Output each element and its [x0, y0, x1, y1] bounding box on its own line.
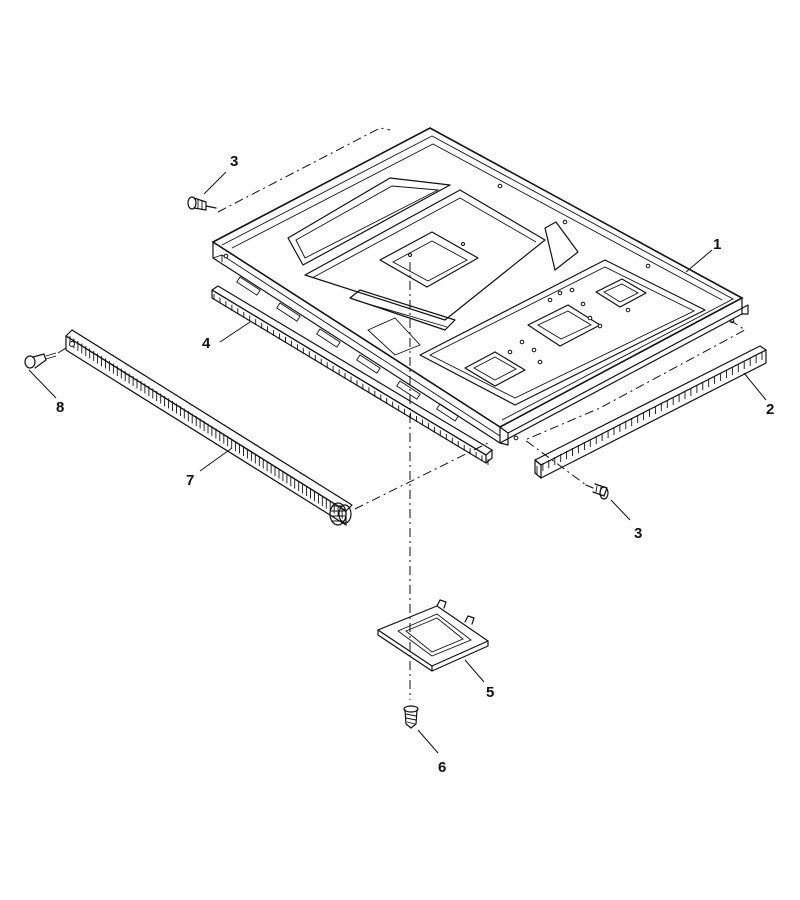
part-8-screw	[24, 352, 57, 369]
right-mounting-plate	[419, 259, 706, 406]
lower-emboss	[367, 317, 421, 356]
plate-opening-3	[595, 278, 647, 308]
vent-slots	[236, 276, 460, 422]
part-2-foam-strip	[534, 345, 767, 479]
part-3-screw-upper	[187, 196, 217, 211]
emboss-channel-left	[287, 177, 451, 266]
callout-5: 5	[486, 684, 494, 701]
strip-end-knob	[329, 502, 352, 526]
callout-4: 4	[202, 335, 211, 352]
part-7-serrated-strip	[65, 329, 353, 526]
part-5-bracket	[377, 599, 489, 672]
callout-2: 2	[766, 401, 774, 418]
side-emboss	[544, 221, 579, 271]
assembly-lines	[57, 127, 746, 700]
leader-lines	[28, 171, 767, 754]
center-square-opening	[379, 231, 479, 288]
part-3-screw-lower	[585, 483, 609, 500]
part-6-screw	[403, 705, 419, 729]
callout-7: 7	[186, 472, 194, 489]
part-4-foam-strip	[211, 285, 493, 465]
part-1-bottom-pan	[211, 127, 749, 446]
raised-center-panel	[304, 189, 546, 321]
callout-6: 6	[438, 759, 446, 776]
callout-8: 8	[56, 399, 64, 416]
callout-3-upper: 3	[230, 153, 238, 170]
callouts: 1 2 3 3 4 5 6 7 8	[56, 153, 774, 776]
callout-3-lower: 3	[634, 525, 642, 542]
callout-1: 1	[713, 236, 721, 253]
raised-rib	[349, 289, 456, 331]
plate-opening-1	[464, 351, 526, 387]
